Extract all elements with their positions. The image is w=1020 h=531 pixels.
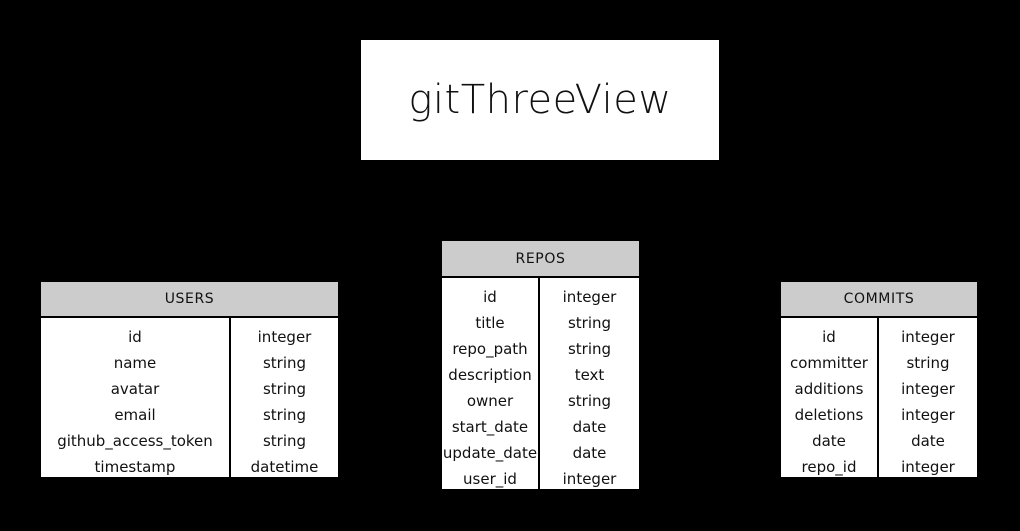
field-type-cell: date	[911, 432, 945, 450]
field-name-cell: committer	[790, 354, 868, 372]
entity-body-repos: id title repo_path description owner start_da…	[442, 278, 639, 499]
field-type-cell: string	[906, 354, 950, 372]
entity-table-repos: REPOS id title repo_path description owner st…	[441, 240, 640, 499]
field-name-cell: github_access_token	[57, 432, 213, 450]
field-name-cell: owner	[466, 392, 514, 410]
field-name-cell: title	[475, 314, 505, 332]
field-type-cell: string	[567, 392, 612, 410]
field-name-cell: start_date	[451, 418, 529, 436]
field-name-cell: date	[812, 432, 846, 450]
field-type-cell: text	[574, 366, 605, 384]
app-title-card: gitThreeView	[361, 40, 719, 160]
field-type-column-repos: integer string string text string date date int…	[538, 278, 639, 499]
field-type-cell: integer	[901, 328, 955, 346]
field-type-cell: string	[262, 406, 307, 424]
field-name-cell: additions	[794, 380, 864, 398]
field-name-cell: user_id	[463, 470, 517, 488]
entity-table-commits: COMMITS id committer additions deletions dat…	[780, 281, 978, 487]
field-type-cell: integer	[562, 288, 617, 306]
entity-title-repos: REPOS	[442, 241, 639, 278]
field-type-column-commits: integer string integer integer date integer	[877, 318, 977, 487]
field-name-cell: avatar	[110, 380, 160, 398]
field-type-cell: integer	[901, 406, 955, 424]
field-type-cell: integer	[901, 380, 955, 398]
field-name-cell: name	[113, 354, 157, 372]
field-type-cell: string	[262, 380, 307, 398]
entity-body-commits: id committer additions deletions date repo_id…	[781, 318, 977, 487]
field-type-cell: date	[572, 444, 607, 462]
field-type-cell: integer	[901, 458, 955, 476]
entity-title-users: USERS	[41, 282, 338, 318]
field-type-cell: string	[262, 354, 307, 372]
field-name-cell: description	[448, 366, 532, 384]
field-name-cell: email	[114, 406, 156, 424]
field-name-cell: id	[483, 288, 497, 306]
field-name-cell: id	[822, 328, 836, 346]
entity-table-users: USERS id name avatar email github_access_tok…	[40, 281, 339, 487]
field-type-cell: string	[567, 314, 612, 332]
field-name-cell: repo_id	[801, 458, 857, 476]
field-type-cell: integer	[562, 470, 617, 488]
field-type-cell: string	[262, 432, 307, 450]
field-name-cell: repo_path	[452, 340, 528, 358]
field-type-column-users: integer string string string string datetime	[229, 318, 338, 487]
field-name-cell: id	[128, 328, 142, 346]
field-name-column-commits: id committer additions deletions date repo_id	[781, 318, 877, 487]
field-name-column-repos: id title repo_path description owner start_da…	[442, 278, 538, 499]
field-name-cell: update_date	[442, 444, 538, 462]
field-name-cell: deletions	[794, 406, 864, 424]
field-type-cell: integer	[257, 328, 312, 346]
entity-title-commits: COMMITS	[781, 282, 977, 318]
field-name-cell: timestamp	[94, 458, 176, 476]
field-type-cell: datetime	[250, 458, 319, 476]
page-title: gitThreeView	[408, 77, 672, 123]
field-type-cell: date	[572, 418, 607, 436]
field-type-cell: string	[567, 340, 612, 358]
